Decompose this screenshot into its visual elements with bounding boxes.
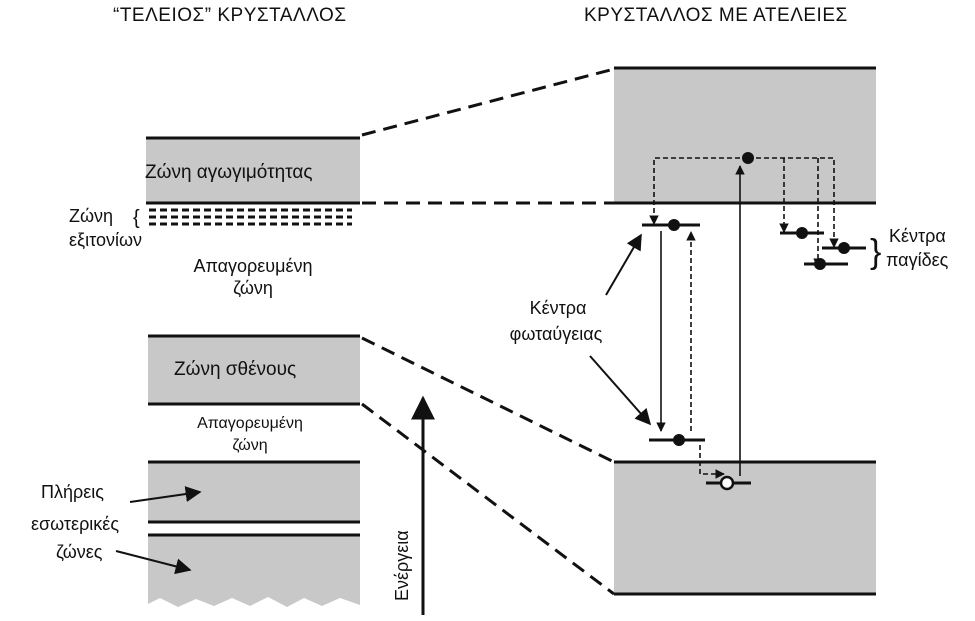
inner-bands-label-line3: ζώνες — [56, 542, 103, 562]
traps-brace: } — [870, 233, 881, 271]
luminescence-pointer-upper — [605, 233, 642, 296]
exciton-label-line2: εξιτονίων — [69, 230, 142, 250]
exciton-band-lines — [149, 208, 352, 226]
valence-band-label: Ζώνη σθένους — [174, 359, 296, 380]
inner-band-1 — [148, 462, 360, 522]
title-perfect-crystal: “ΤΕΛΕΙΟΣ” ΚΡΥΣΤΑΛΛΟΣ — [113, 5, 347, 26]
electron-lower — [673, 434, 685, 446]
forbidden-band-1-line2: ζώνη — [233, 278, 273, 298]
conduction-band-perfect — [146, 138, 360, 203]
exciton-label-line1: Ζώνη — [69, 206, 113, 226]
trap-electron-2 — [838, 242, 850, 254]
conduction-dashed-paths — [649, 157, 839, 268]
inner-bands-label-line1: Πλήρεις — [41, 482, 104, 502]
traps-label-line2: παγίδες — [886, 250, 949, 270]
inner-band-2 — [148, 535, 360, 607]
projection-lines — [361, 67, 615, 596]
luminescence-label-line2: φωταύγειας — [510, 324, 603, 344]
conduction-band-defect — [614, 68, 876, 203]
hole-dashed-path — [699, 445, 725, 479]
valence-band-perfect — [148, 336, 360, 404]
inner-bands-label-line2: εσωτερικές — [31, 514, 119, 534]
energy-axis-label: Ενέργεια — [392, 530, 412, 601]
title-defect-crystal: ΚΡΥΣΤΑΛΛΟΣ ΜΕ ΑΤΕΛΕΙΕΣ — [584, 5, 848, 26]
traps-label-line1: Κέντρα — [889, 226, 946, 246]
exciton-brace: { — [133, 207, 140, 229]
luminescence-label-line1: Κέντρα — [530, 298, 587, 318]
excited-electron — [742, 152, 754, 164]
trap-electron-3 — [814, 258, 826, 270]
luminescence-pointer-lower — [589, 355, 652, 426]
electron-upper — [668, 219, 680, 231]
conduction-band-label: Ζώνη αγωγιμότητας — [145, 162, 313, 183]
trap-electron-1 — [796, 227, 808, 239]
hole — [719, 475, 735, 491]
inner-bands-pointer-2 — [115, 550, 192, 575]
forbidden-band-2-line2: ζώνη — [232, 437, 267, 454]
forbidden-band-1-line1: Απαγορευμένη — [193, 256, 312, 276]
inner-bands-pointer-1 — [129, 486, 202, 503]
forbidden-band-2-line1: Απαγορευμένη — [197, 415, 303, 432]
